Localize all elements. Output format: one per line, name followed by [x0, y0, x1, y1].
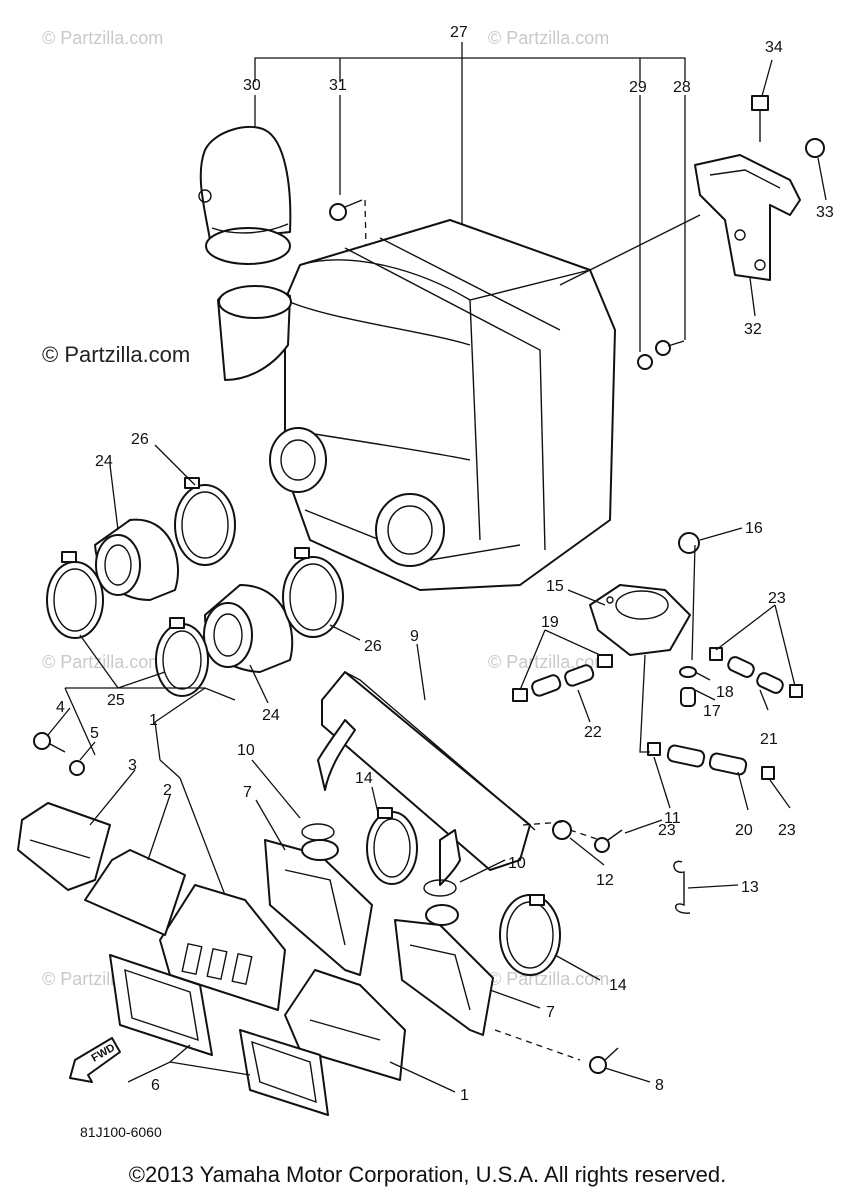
callout-4: 4	[56, 699, 65, 716]
callout-15: 15	[546, 578, 564, 595]
part-4-screw	[33, 732, 66, 753]
part-2-reed-stopper	[84, 849, 186, 936]
part-26-clamp-lower	[282, 547, 344, 638]
part-24-boot-lower	[203, 584, 294, 673]
callout-30: 30	[243, 77, 261, 94]
callout-13: 13	[741, 879, 759, 896]
callout-24-lower: 24	[262, 707, 280, 724]
callout-28: 28	[673, 79, 691, 96]
callout-12: 12	[596, 872, 614, 889]
part-21-hose	[727, 656, 784, 694]
callout-23-right: 23	[778, 822, 796, 839]
copyright-notice: ©2013 Yamaha Motor Corporation, U.S.A. A…	[128, 1162, 727, 1187]
part-26-clamp-upper	[174, 477, 236, 566]
leader-lines	[47, 59, 827, 1093]
part-14-clamp-upper	[366, 807, 418, 885]
callout-10-lower: 10	[508, 855, 526, 872]
callout-2: 2	[163, 782, 172, 799]
part-31-bolt	[329, 199, 369, 346]
callout-14-lower: 14	[609, 977, 627, 994]
part-11-bolt	[594, 829, 623, 853]
part-24-boot-upper	[94, 518, 179, 601]
part-32-bracket	[694, 154, 801, 281]
callout-27: 27	[450, 24, 468, 41]
part-16-cap-nut	[678, 532, 700, 554]
part-25-clamp-left	[46, 551, 104, 639]
callout-18: 18	[716, 684, 734, 701]
part-3-reed-plate	[17, 802, 111, 891]
diagram-code: 81J100-6060	[80, 1124, 162, 1140]
callout-7-lower: 7	[546, 1004, 555, 1021]
part-6-gasket-upper	[109, 954, 213, 1056]
callout-3: 3	[128, 757, 137, 774]
part-34-bolt	[751, 95, 769, 142]
callout-1-bottom: 1	[460, 1087, 469, 1104]
part-23-clips	[647, 647, 803, 780]
callout-29: 29	[629, 79, 647, 96]
part-1-reed-valve-upper	[159, 884, 286, 1011]
part-22-hose	[531, 664, 595, 697]
callout-23-top: 23	[768, 590, 786, 607]
part-33-nut	[805, 138, 825, 158]
callout-1-top: 1	[149, 712, 158, 729]
part-8-bolt	[589, 1047, 619, 1074]
callout-6: 6	[151, 1077, 160, 1094]
watermark-main: © Partzilla.com	[42, 342, 190, 367]
callout-10-upper: 10	[237, 742, 255, 759]
part-13-clip	[673, 860, 691, 914]
callout-8: 8	[655, 1077, 664, 1094]
callout-26: 26	[131, 431, 149, 448]
watermark: © Partzilla.com	[42, 652, 163, 672]
callout-26-lower: 26	[364, 638, 382, 655]
part-15-valve-body	[589, 584, 691, 656]
forward-arrow: FWD	[69, 1037, 121, 1083]
part-10-clip-lower	[423, 879, 457, 897]
part-6-gasket-lower	[239, 1029, 329, 1116]
callout-21: 21	[760, 731, 778, 748]
callout-32: 32	[744, 321, 762, 338]
callout-9: 9	[410, 628, 419, 645]
part-7-manifold-upper	[264, 839, 373, 976]
watermark: © Partzilla.com	[488, 969, 609, 989]
callout-19: 19	[541, 614, 559, 631]
callout-17: 17	[703, 703, 721, 720]
part-18-washer	[679, 666, 697, 678]
callout-31: 31	[329, 77, 347, 94]
callout-23-left: 23	[658, 822, 676, 839]
part-30-intake-elbow	[198, 125, 292, 265]
callout-labels: 27 30 31 29 28 34 33 32 24 26 16 15 23 1…	[56, 24, 834, 1140]
part-10-clip-upper	[301, 823, 335, 841]
part-7-manifold-lower	[394, 904, 494, 1036]
part-28-29-bolt-washer	[637, 340, 685, 370]
part-12-nut	[552, 820, 572, 840]
callout-11: 11	[664, 810, 681, 827]
callout-5: 5	[90, 725, 99, 742]
part-17-plunger	[680, 687, 696, 707]
part-20-hose	[666, 744, 748, 776]
leader-lines-top	[254, 42, 686, 352]
callout-34: 34	[765, 39, 783, 56]
callout-25: 25	[107, 692, 125, 709]
callout-24: 24	[95, 453, 113, 470]
part-19-clips	[512, 654, 613, 702]
part-25-clamp-lower	[155, 617, 209, 697]
callout-16: 16	[745, 520, 763, 537]
callout-22: 22	[584, 724, 602, 741]
part-5-washer	[69, 760, 85, 776]
part-9-intake-silencer	[317, 671, 536, 886]
part-14-clamp-lower	[499, 894, 561, 976]
part-27-air-box	[217, 214, 701, 591]
watermark: © Partzilla.com	[42, 28, 163, 48]
callout-7-upper: 7	[243, 784, 252, 801]
callout-33: 33	[816, 204, 834, 221]
watermark: © Partzilla.com	[488, 28, 609, 48]
callout-14-upper: 14	[355, 770, 373, 787]
callout-20: 20	[735, 822, 753, 839]
